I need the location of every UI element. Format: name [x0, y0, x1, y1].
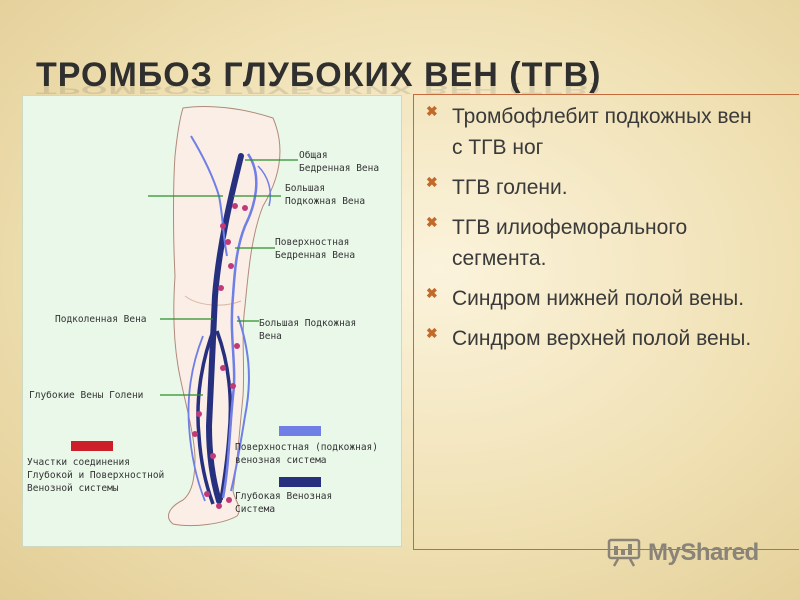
bullet-text: Синдром верхней полой вены.: [452, 327, 752, 350]
bullet-item: ✖ Синдром нижней полой вены.: [422, 283, 752, 314]
slide-title: ТРОМБОЗ ГЛУБОКИХ ВЕН (ТГВ): [36, 56, 602, 94]
label-popliteal-vein: Подколенная Вена: [55, 314, 147, 325]
leg-illustration: [71, 106, 321, 527]
superficial-vein: [187, 335, 206, 502]
superficial-vein: [257, 165, 272, 207]
watermark-text: MyShared: [648, 539, 759, 566]
connection-points: [192, 203, 248, 509]
bullet-item: ✖ ТГВ голени.: [422, 172, 752, 203]
deep-vein-branch: [196, 325, 217, 505]
deep-vein-trunk: [205, 153, 244, 504]
superficial-vein: [221, 153, 258, 499]
bullet-item: ✖ Тромбофлебит подкожных вен с ТГВ ног: [422, 101, 752, 163]
leader-lines: [148, 159, 298, 396]
label-great-saphenous-upper: Большая Подкожная Вена: [285, 183, 366, 207]
x-bullet-icon: ✖: [426, 214, 438, 230]
legend-label-superficial-system: Поверхностная (подкожная) венозная систе…: [235, 442, 378, 466]
bullet-text: Тромбофлебит подкожных вен с ТГВ ног: [452, 105, 752, 159]
label-common-femoral-vein: Общая Бедренная Вена: [299, 150, 380, 174]
vein-anatomy-figure: Общая Бедренная Вена Большая Подкожная В…: [22, 95, 402, 547]
legend-swatch-connection: [71, 441, 113, 451]
legend-label-connection-areas: Участки соединения Глубокой и Поверхност…: [27, 457, 165, 494]
bullet-item: ✖ Синдром верхней полой вены.: [422, 323, 752, 354]
bullet-list: ✖ Тромбофлебит подкожных вен с ТГВ ног ✖…: [422, 101, 752, 363]
superficial-vein: [230, 315, 250, 492]
label-deep-leg-veins: Глубокие Вены Голени: [29, 390, 144, 401]
myshared-watermark: MyShared: [606, 535, 776, 569]
knee-shade: [184, 295, 242, 306]
bullet-text: ТГВ голени.: [452, 176, 568, 199]
x-bullet-icon: ✖: [426, 103, 438, 119]
bullet-panel: ✖ Тромбофлебит подкожных вен с ТГВ ног ✖…: [413, 94, 799, 550]
legend-label-deep-system: Глубокая Венозная Система: [235, 491, 333, 515]
bullet-text: Синдром нижней полой вены.: [452, 287, 745, 310]
bullet-item: ✖ ТГВ илиофеморального сегмента.: [422, 212, 752, 274]
presentation-board-icon: [607, 538, 641, 567]
x-bullet-icon: ✖: [426, 285, 438, 301]
label-superficial-femoral-vein: Поверхностная Бедренная Вена: [275, 237, 356, 261]
x-bullet-icon: ✖: [426, 325, 438, 341]
legend-swatch-deep: [279, 477, 321, 487]
bullet-text: ТГВ илиофеморального сегмента.: [452, 216, 688, 270]
legend-swatch-superficial: [279, 426, 321, 436]
x-bullet-icon: ✖: [426, 174, 438, 190]
label-great-saphenous-lower: Большая Подкожная Вена: [259, 318, 357, 342]
